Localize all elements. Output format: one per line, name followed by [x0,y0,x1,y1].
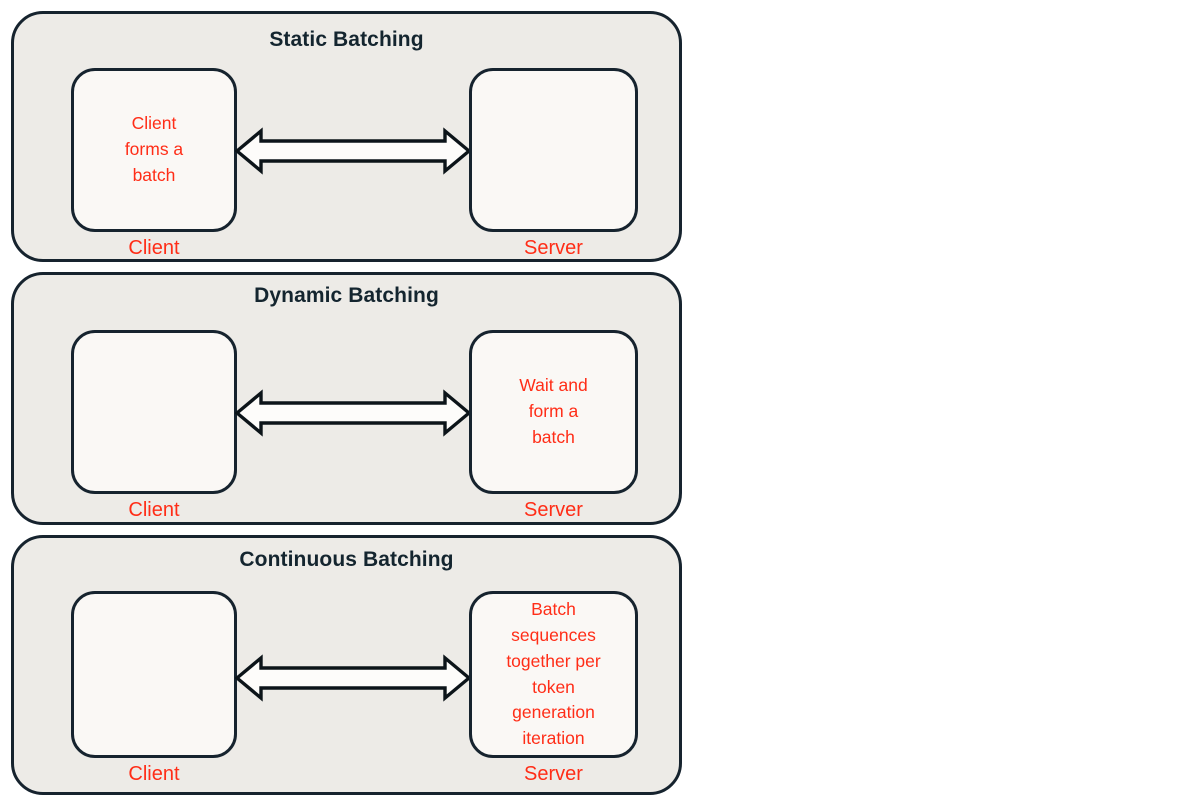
client-server-arrow [234,387,472,439]
server-box-text: Batch sequences together per token gener… [506,598,601,749]
panel-dynamic-batching: Dynamic Batching Wait and form a batch C… [11,272,682,525]
client-box [71,330,237,494]
server-caption: Server [524,763,583,785]
double-headed-arrow-icon [234,654,472,702]
client-caption: Client [128,499,180,521]
server-box-text: Wait and form a batch [519,375,588,447]
double-headed-arrow-icon [234,127,472,175]
panel-title: Static Batching [269,28,424,51]
client-box [71,591,237,758]
client-server-arrow [234,125,472,177]
server-box [469,68,638,232]
client-caption: Client [128,763,180,785]
client-server-arrow [234,652,472,704]
double-headed-arrow-icon [234,389,472,437]
server-caption: Server [524,237,583,259]
panel-title: Continuous Batching [239,548,454,571]
client-box: Client forms a batch [71,68,237,232]
server-caption: Server [524,499,583,521]
server-box: Wait and form a batch [469,330,638,494]
server-box: Batch sequences together per token gener… [469,591,638,758]
panel-title: Dynamic Batching [254,284,439,307]
panel-static-batching: Static Batching Client forms a batch Cli… [11,11,682,262]
client-caption: Client [128,237,180,259]
panel-continuous-batching: Continuous Batching Batch sequences toge… [11,535,682,795]
client-box-text: Client forms a batch [124,113,184,185]
